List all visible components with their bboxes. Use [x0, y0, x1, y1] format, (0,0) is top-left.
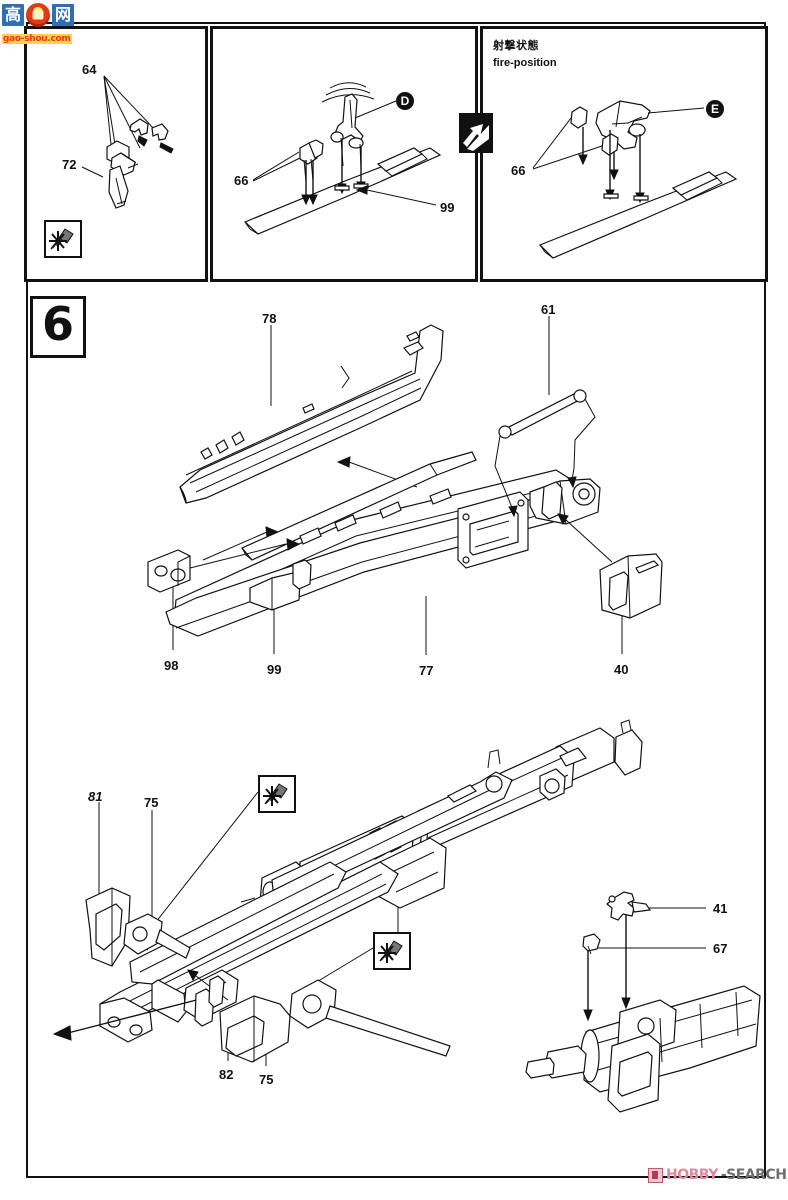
part-label-66-panel3: 66: [511, 163, 526, 178]
part-label-66-panel2: 66: [234, 173, 249, 188]
part-label-77: 77: [419, 663, 434, 678]
site-logo: 高 网 gao-shou.com: [2, 2, 84, 44]
part-label-99: 99: [267, 662, 282, 677]
callout-d: D: [396, 92, 414, 110]
part-label-98: 98: [164, 658, 179, 673]
no-glue-icon: [373, 932, 411, 970]
panel-3-title-cjk: 射撃状態: [493, 39, 539, 52]
callout-e: E: [706, 100, 724, 118]
site-logo-emblem-icon: [26, 3, 50, 27]
site-logo-domain: gao-shou.com: [2, 34, 72, 44]
site-logo-glyphs: 高 网: [2, 2, 84, 28]
zigzag-arrow-icon: [459, 113, 493, 153]
step-number-badge: 6: [30, 296, 86, 358]
panel-3: 射撃状態 fire-position: [480, 26, 768, 282]
part-label-82: 82: [219, 1067, 234, 1082]
sheet-outer-frame: [26, 22, 766, 1178]
site-logo-cjk-right: 网: [52, 4, 74, 26]
panel-2: [210, 26, 478, 282]
no-glue-icon: [44, 220, 82, 258]
part-label-78: 78: [262, 311, 277, 326]
part-label-67: 67: [713, 941, 728, 956]
part-label-72: 72: [62, 157, 77, 172]
part-label-41: 41: [713, 901, 728, 916]
part-label-81: 81: [88, 789, 103, 804]
watermark-text-hobby: HOBBY: [666, 1167, 718, 1183]
part-label-75-upper: 75: [144, 795, 159, 810]
part-label-40: 40: [614, 662, 629, 677]
site-logo-cjk-left: 高: [2, 4, 24, 26]
watermark-text-search: -SEARCH: [720, 1167, 787, 1183]
hobby-search-mark-icon: [648, 1167, 663, 1183]
part-label-61: 61: [541, 302, 556, 317]
panel-3-title-en: fire-position: [493, 57, 557, 69]
part-label-64: 64: [82, 62, 97, 77]
no-glue-icon: [258, 775, 296, 813]
part-label-75-lower: 75: [259, 1072, 274, 1087]
step-number-text: 6: [41, 297, 74, 351]
hobby-search-watermark: HOBBY -SEARCH: [648, 1166, 787, 1184]
part-label-99-panel2: 99: [440, 200, 455, 215]
